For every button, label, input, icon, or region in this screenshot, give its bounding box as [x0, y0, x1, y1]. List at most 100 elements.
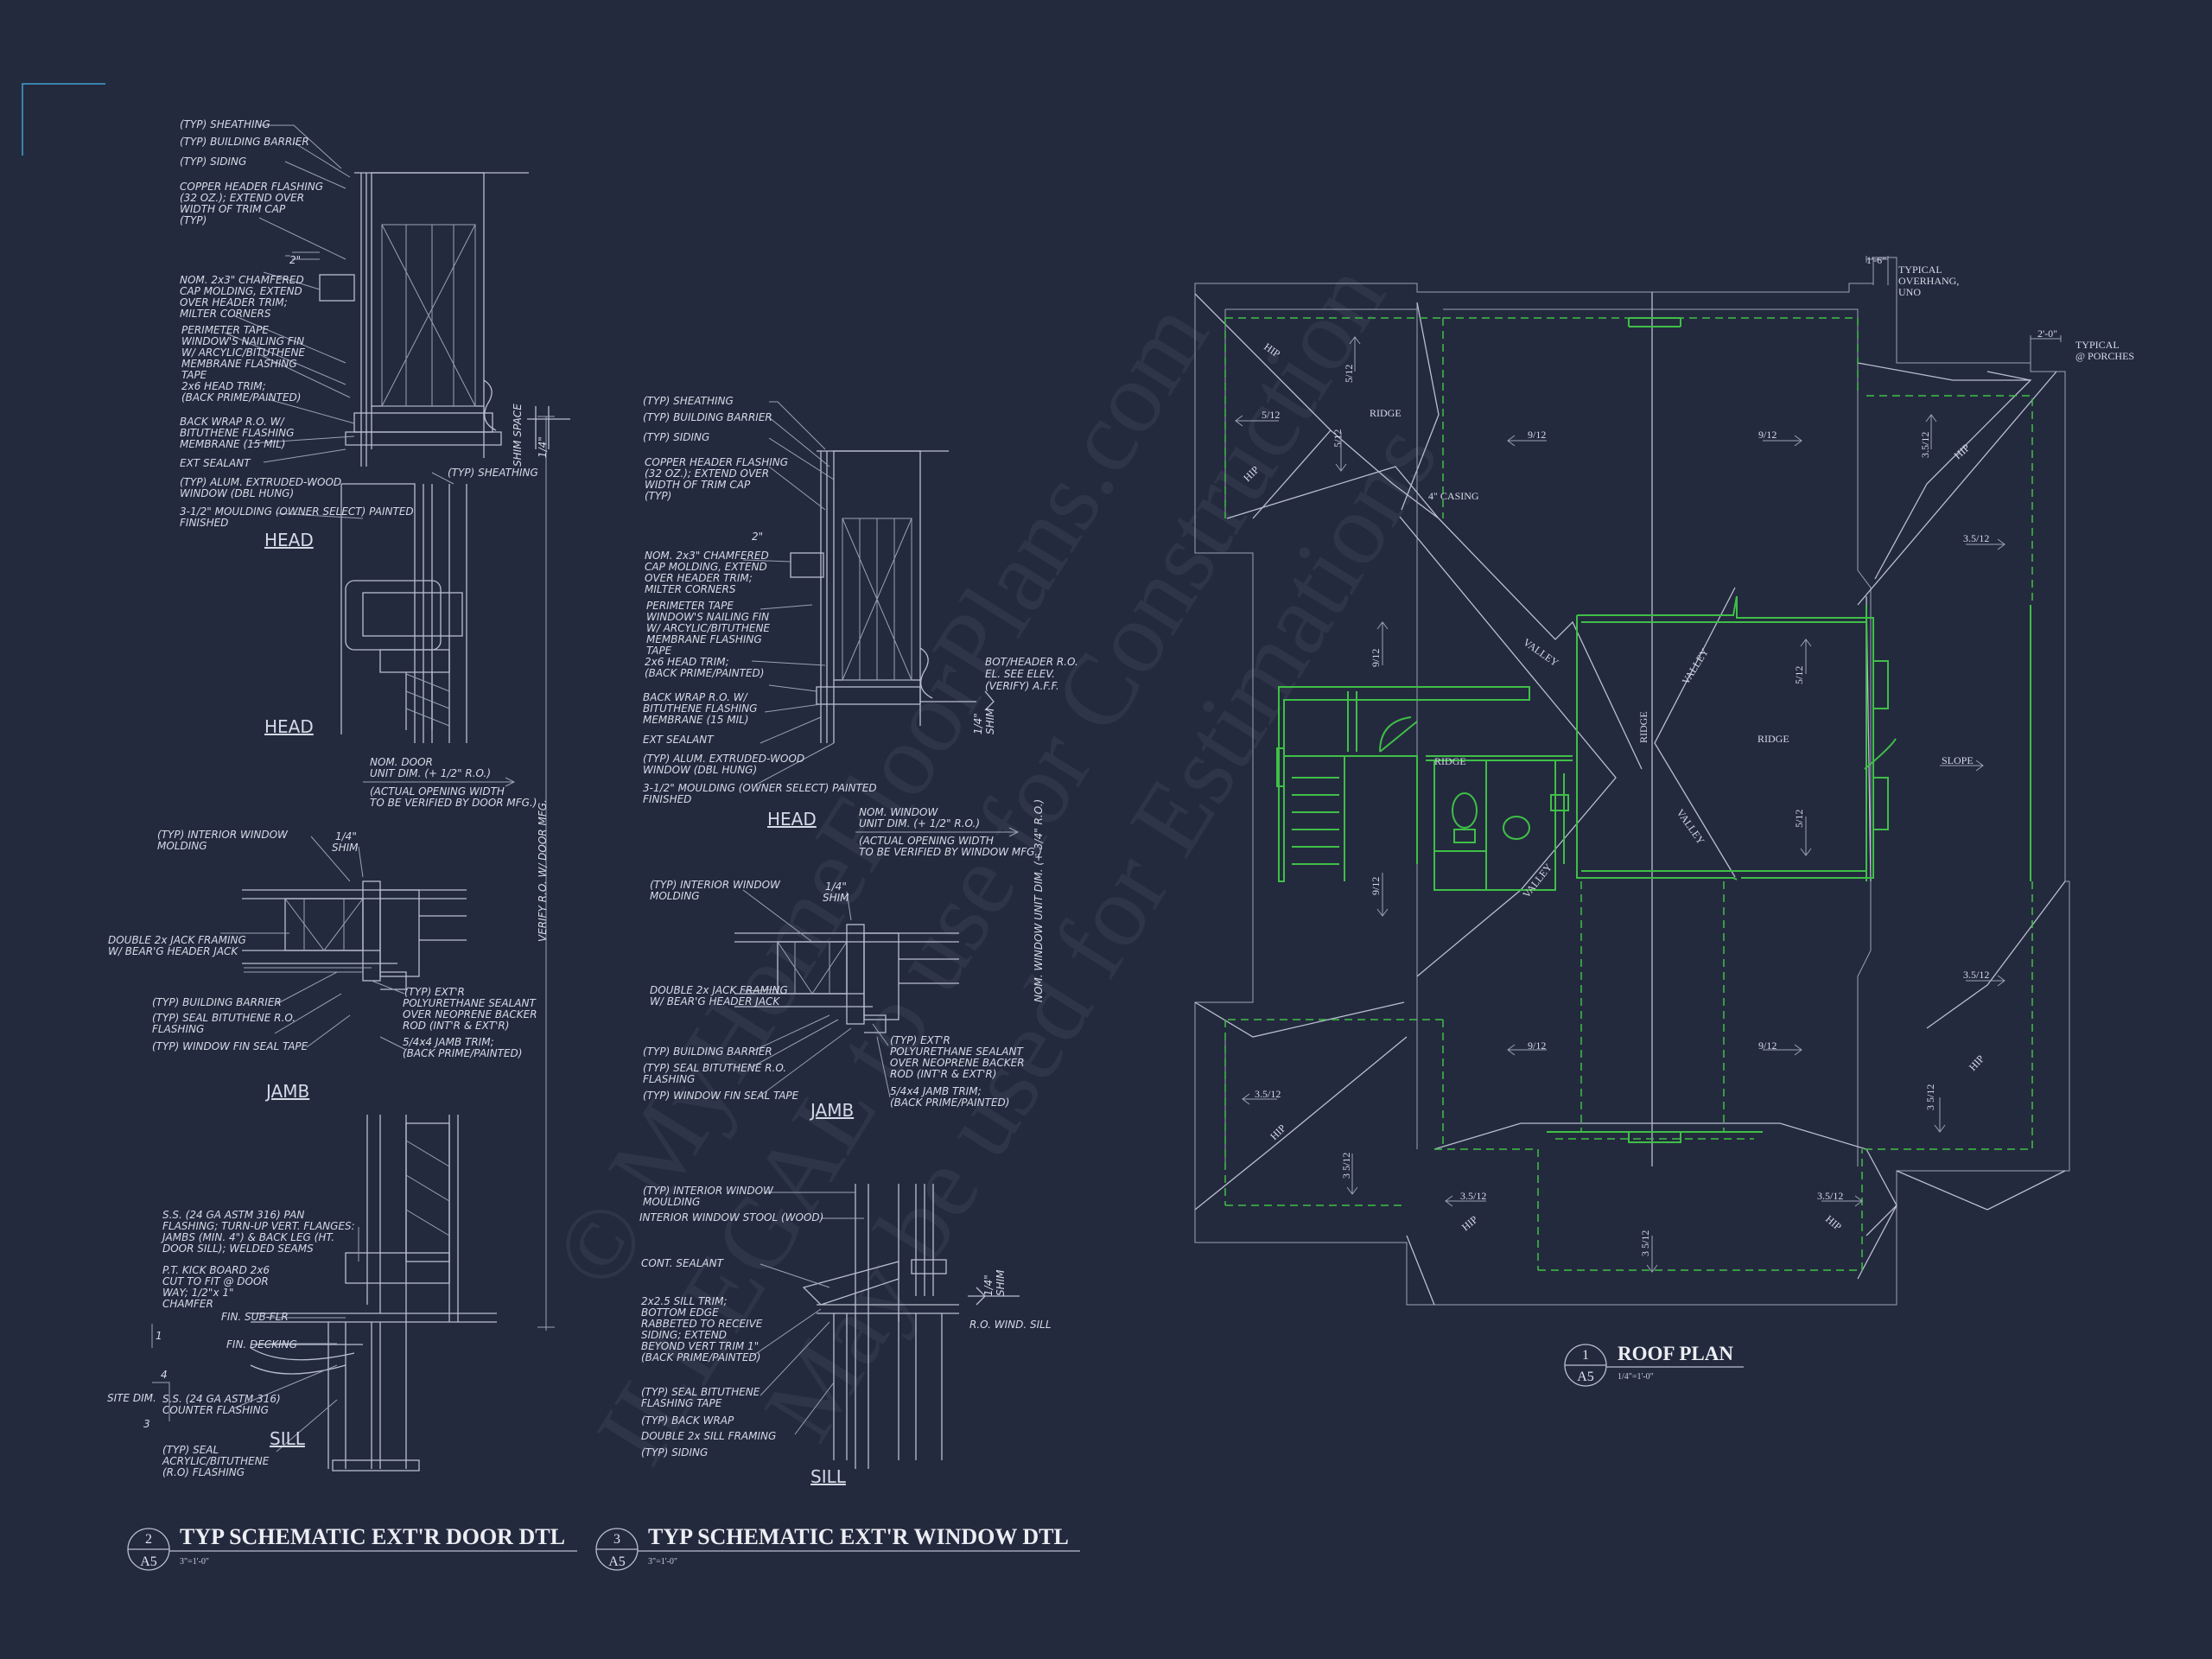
note: (BACK PRIME/PAINTED) — [403, 1047, 522, 1059]
ridge-label: RIDGE — [1637, 711, 1649, 743]
detail-scale: 3"=1'-0" — [180, 1557, 209, 1567]
note: (TYP) SHEATHING — [448, 467, 538, 479]
note: (TYP) SEAL BITUTHENE R.O. — [152, 1012, 296, 1024]
note: ROD (INT'R & EXT'R) — [890, 1068, 996, 1080]
note: (TYP) SIDING — [643, 431, 709, 443]
note: 1'-6" — [1866, 254, 1886, 266]
detail-title: TYP SCHEMATIC EXT'R WINDOW DTL — [648, 1524, 1069, 1549]
note: PERIMETER TAPE — [646, 600, 734, 612]
door-sill-framing — [250, 1115, 497, 1471]
note: (TYP) — [645, 490, 671, 502]
note: 2x2.5 SILL TRIM; — [641, 1295, 728, 1307]
roof-title-block: 1 A5 ROOF PLAN 1/4"=1'-0" — [1564, 1343, 1744, 1387]
note: OVER HEADER TRIM; — [180, 296, 288, 308]
note: (TYP) SHEATHING — [180, 118, 270, 130]
section-label-sill: SILL — [810, 1466, 847, 1487]
detail-title: TYP SCHEMATIC EXT'R DOOR DTL — [180, 1524, 565, 1549]
casing-label: 4" CASING — [1428, 490, 1479, 502]
window-detail: (TYP) SHEATHING (TYP) BUILDING BARRIER (… — [595, 395, 1080, 1571]
note: 1/4" — [982, 1274, 995, 1296]
hip-label: HIP — [1823, 1213, 1844, 1233]
shim-space-label: SHIM SPACE — [512, 404, 524, 467]
note: SHIM — [332, 842, 359, 854]
note: SIDING; EXTEND — [641, 1329, 727, 1341]
pitch-label: 9/12 — [1528, 1039, 1546, 1052]
note: EXT SEALANT — [180, 457, 251, 469]
note: (TYP) EXT'R — [890, 1034, 950, 1046]
door-jamb-notes: (TYP) INTERIOR WINDOW MOLDING 1/4" SHIM … — [108, 829, 537, 1059]
note: COUNTER FLASHING — [162, 1404, 269, 1416]
section-label-head: HEAD — [767, 809, 817, 830]
note: DOUBLE 2x SILL FRAMING — [641, 1430, 776, 1442]
door-unit-notes: NOM. DOOR UNIT DIM. (+ 1/2" R.O.) (ACTUA… — [363, 756, 537, 809]
watermark: © MyHomeFloorPlans.com ILLEGAL to use fo… — [531, 245, 1459, 1483]
note: 2x6 HEAD TRIM; — [181, 380, 266, 392]
note: (ACTUAL OPENING WIDTH — [859, 835, 994, 847]
note: WIDTH OF TRIM CAP — [645, 479, 751, 491]
note: SHIM — [995, 1269, 1007, 1296]
slope-label: SLOPE — [1942, 754, 1974, 766]
pitch-label: 3.5/12 — [1817, 1190, 1843, 1202]
door-head-notes: (TYP) SHEATHING (TYP) BUILDING BARRIER (… — [180, 118, 414, 529]
window-head-notes: (TYP) SHEATHING (TYP) BUILDING BARRIER (… — [643, 395, 877, 805]
note: OVER NEOPRENE BACKER — [890, 1057, 1025, 1069]
note: 3-1/2" MOULDING (OWNER SELECT) PAINTED — [643, 782, 877, 794]
pitch-label: 5/12 — [1793, 810, 1805, 828]
note: MEMBRANE FLASHING — [646, 633, 762, 645]
note: EL. SEE ELEV. — [985, 668, 1055, 680]
section-label-head: HEAD — [264, 716, 314, 737]
note: (32 OZ.); EXTEND OVER — [180, 192, 304, 204]
note: W/ BEAR'G HEADER JACK — [650, 995, 780, 1007]
note: MILTER CORNERS — [180, 308, 271, 320]
window-sill-notes: (TYP) INTERIOR WINDOW MOULDING INTERIOR … — [639, 1185, 1052, 1459]
note: (TYP) WINDOW FIN SEAL TAPE — [643, 1090, 799, 1102]
note: (TYP) WINDOW FIN SEAL TAPE — [152, 1040, 308, 1052]
note: 1/4" — [825, 880, 847, 893]
note: W/ ARCYLIC/BITUTHENE — [646, 622, 770, 634]
hip-label: HIP — [1268, 1122, 1288, 1142]
note: BOTTOM EDGE — [641, 1306, 719, 1319]
note: MOLDING — [650, 890, 700, 902]
detail-bubble-number: 2 — [145, 1532, 152, 1547]
note: SHIM — [984, 708, 996, 734]
pitch-label: 3.5/12 — [1963, 969, 1989, 981]
window-unit-notes: NOM. WINDOW UNIT DIM. (+ 1/2" R.O.) (ACT… — [855, 806, 1042, 858]
pitch-label: 9/12 — [1758, 1039, 1777, 1052]
note: BOT/HEADER R.O. — [985, 656, 1078, 668]
ridge-label: RIDGE — [1370, 407, 1402, 419]
note: S.S. (24 GA ASTM 316) PAN — [162, 1209, 304, 1221]
door-sill-notes: S.S. (24 GA ASTM 316) PAN FLASHING; TURN… — [107, 1209, 355, 1478]
pitch-label: 9/12 — [1370, 649, 1382, 667]
note: 5/4x4 JAMB TRIM; — [890, 1085, 982, 1097]
ridge-label: RIDGE — [1434, 755, 1466, 767]
note: FLASHING TAPE — [641, 1397, 722, 1409]
note: (32 OZ.); EXTEND OVER — [645, 467, 769, 480]
note: UNIT DIM. (+ 1/2" R.O.) — [370, 767, 491, 779]
note: FIN. DECKING — [226, 1338, 297, 1351]
pitch-label: 9/12 — [1528, 429, 1546, 441]
note: TAPE — [646, 645, 672, 657]
note: (TYP) INTERIOR WINDOW — [650, 879, 781, 891]
note: MOULDING — [643, 1196, 700, 1208]
pitch-label: 5/12 — [1793, 666, 1805, 684]
note: 2x6 HEAD TRIM; — [645, 656, 729, 668]
note: 1/4" — [335, 830, 357, 842]
note: OVER NEOPRENE BACKER — [403, 1008, 537, 1020]
note: BACK WRAP R.O. W/ — [180, 416, 286, 428]
note: SHIM — [823, 892, 849, 904]
note: BITUTHENE FLASHING — [180, 427, 294, 439]
pitch-label: 3.5/12 — [1255, 1088, 1281, 1100]
window-jamb-framing — [734, 924, 959, 1033]
pitch-label: 3 5/12 — [1924, 1084, 1936, 1110]
valley-label: VALLEY — [1521, 636, 1560, 669]
note: (TYP) INTERIOR WINDOW — [643, 1185, 774, 1197]
note: FLASHING; TURN-UP VERT. FLANGES: — [162, 1220, 355, 1232]
note: FLASHING — [643, 1073, 695, 1085]
note: POLYURETHANE SEALANT — [403, 997, 537, 1009]
note: TYPICAL — [1898, 264, 1942, 276]
slope-arrows — [1235, 336, 2005, 1273]
note: EXT SEALANT — [643, 734, 715, 746]
note: (BACK PRIME/PAINTED) — [645, 667, 764, 679]
ridge-label: RIDGE — [1758, 733, 1789, 745]
note: POLYURETHANE SEALANT — [890, 1046, 1024, 1058]
